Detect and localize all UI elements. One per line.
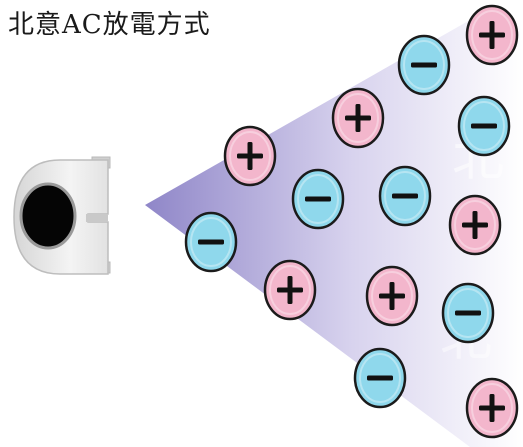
positive-ion	[263, 259, 317, 321]
minus-sign-icon	[305, 196, 331, 202]
negative-ion	[378, 165, 432, 227]
negative-ion	[291, 168, 345, 230]
plus-sign-icon	[345, 104, 371, 132]
negative-ion	[184, 211, 238, 273]
plus-sign-icon	[462, 211, 488, 239]
negative-ion	[457, 95, 511, 157]
negative-ion	[353, 347, 407, 409]
plus-sign-icon	[237, 142, 263, 170]
emitter-nozzle	[21, 184, 75, 248]
plus-sign-icon	[479, 21, 505, 49]
plus-sign-icon	[277, 276, 303, 304]
ion-beam	[145, 20, 523, 447]
negative-ion	[397, 34, 451, 96]
positive-ion	[465, 377, 519, 439]
minus-sign-icon	[455, 310, 481, 316]
minus-sign-icon	[411, 62, 437, 68]
minus-sign-icon	[198, 239, 224, 245]
positive-ion	[365, 265, 419, 327]
ion-layer	[184, 4, 519, 439]
plus-sign-icon	[479, 394, 505, 422]
positive-ion	[331, 87, 385, 149]
minus-sign-icon	[367, 375, 393, 381]
plus-sign-icon	[379, 282, 405, 310]
ionizer-emitter	[13, 156, 111, 275]
minus-sign-icon	[471, 123, 497, 129]
negative-ion	[441, 282, 495, 344]
minus-sign-icon	[392, 193, 418, 199]
positive-ion	[223, 125, 277, 187]
positive-ion	[448, 194, 502, 256]
positive-ion	[465, 4, 519, 66]
diagram-title: 北意AC放電方式	[8, 10, 211, 40]
